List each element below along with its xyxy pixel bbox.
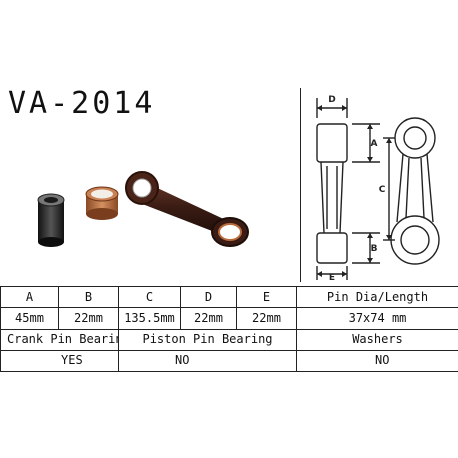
- header-d: D: [180, 285, 237, 309]
- needle-bearing-image: [85, 186, 119, 220]
- label-piston-pin-bearing: Piston Pin Bearing: [118, 328, 297, 351]
- value-e: 22mm: [236, 307, 297, 330]
- spec-table: A B C D E Pin Dia/Length 45mm 22mm 135.5…: [0, 285, 458, 373]
- label-washers: Washers: [296, 328, 458, 351]
- label-crank-pin-bearing: Crank Pin Bearing: [0, 328, 119, 351]
- dim-label-a: A: [371, 139, 378, 149]
- value-c: 135.5mm: [118, 307, 181, 330]
- answer-piston-pin-bearing: NO: [118, 349, 297, 373]
- piston-pin-image: [37, 193, 65, 247]
- header-row: A B C D E Pin Dia/Length: [0, 285, 458, 309]
- header-pin: Pin Dia/Length: [296, 285, 458, 309]
- labels-row: Crank Pin Bearing Piston Pin Bearing Was…: [0, 328, 458, 351]
- answer-crank-pin-bearing: YES: [0, 349, 119, 373]
- dim-label-e: E: [329, 273, 335, 282]
- dim-label-b: B: [371, 244, 378, 254]
- answers-row: YES NO NO: [0, 349, 458, 373]
- value-d: 22mm: [180, 307, 237, 330]
- divider-line: [300, 88, 301, 282]
- value-pin: 37x74 mm: [296, 307, 458, 330]
- header-a: A: [0, 285, 59, 309]
- value-a: 45mm: [0, 307, 59, 330]
- product-photo: [37, 171, 249, 247]
- dim-label-d: D: [328, 95, 335, 105]
- technical-drawing: D A C B E: [316, 95, 440, 282]
- header-e: E: [236, 285, 297, 309]
- header-b: B: [58, 285, 119, 309]
- answer-washers: NO: [296, 349, 458, 373]
- dim-label-c: C: [379, 185, 386, 195]
- part-number-title: VA-2014: [8, 86, 156, 121]
- value-b: 22mm: [58, 307, 119, 330]
- connecting-rod-image: [125, 171, 249, 247]
- values-row: 45mm 22mm 135.5mm 22mm 22mm 37x74 mm: [0, 307, 458, 330]
- header-c: C: [118, 285, 181, 309]
